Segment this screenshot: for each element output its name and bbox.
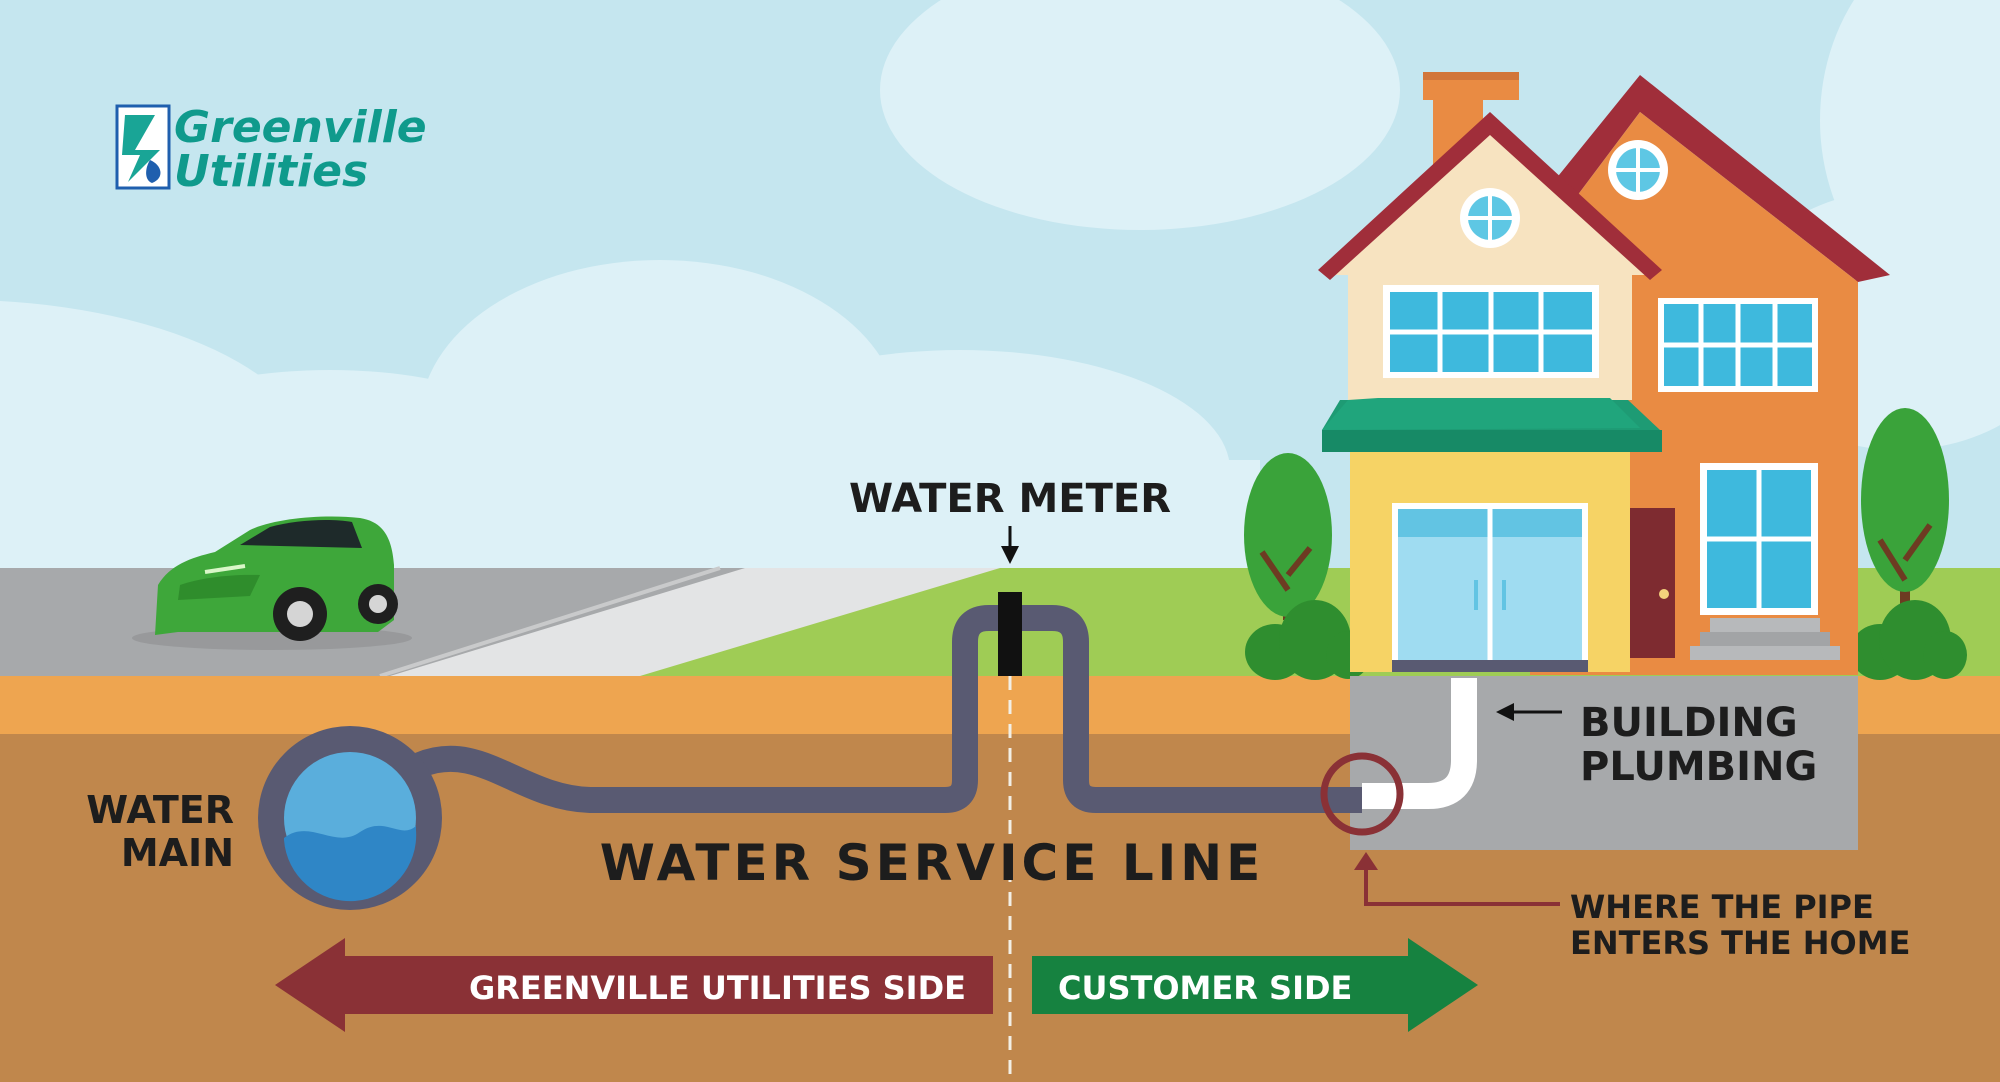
utility-side-label: GREENVILLE UTILITIES SIDE [469, 969, 966, 1007]
water-service-pipe [415, 605, 1362, 813]
customer-side-label: CUSTOMER SIDE [1058, 969, 1352, 1007]
pipe-entry-leader [1364, 865, 1560, 906]
water-meter-arrowhead [1001, 546, 1019, 564]
right-tree [1861, 408, 1949, 615]
customer-side-arrow: CUSTOMER SIDE [1032, 938, 1478, 1032]
pipe-entry-marker [1320, 752, 1404, 836]
building-plumbing-label-line1: BUILDING [1580, 700, 1798, 746]
sidewalk [390, 568, 1000, 676]
brand-logo: Greenville Utilities [115, 102, 427, 197]
bushes [1245, 600, 1967, 680]
brand-name-line1: Greenville [174, 102, 427, 153]
building-plumbing-arrowhead [1496, 703, 1514, 721]
pipe-entry-label-line1: WHERE THE PIPE [1570, 888, 1874, 926]
basement [1350, 676, 1858, 850]
utility-side-arrow: GREENVILLE UTILITIES SIDE [275, 938, 993, 1032]
left-tree [1244, 453, 1332, 620]
house [1318, 72, 1890, 675]
greenville-utilities-logo-icon [115, 104, 171, 190]
pipe-entry-label-line2: ENTERS THE HOME [1570, 924, 1910, 962]
road-edge-line [379, 566, 721, 678]
pipe-entry-arrowhead [1354, 852, 1378, 870]
building-plumbing-label-line2: PLUMBING [1580, 744, 1817, 790]
water-main-label-line2: MAIN [121, 831, 234, 875]
brand-name-line2: Utilities [174, 146, 368, 197]
water-main-label-line1: WATER [86, 788, 234, 832]
building-plumbing-pipe [1362, 678, 1477, 809]
water-meter [998, 592, 1022, 676]
car [132, 516, 412, 650]
water-main [258, 726, 442, 910]
water-service-line-label: WATER SERVICE LINE [600, 834, 1265, 892]
water-meter-label: WATER METER [849, 476, 1171, 522]
